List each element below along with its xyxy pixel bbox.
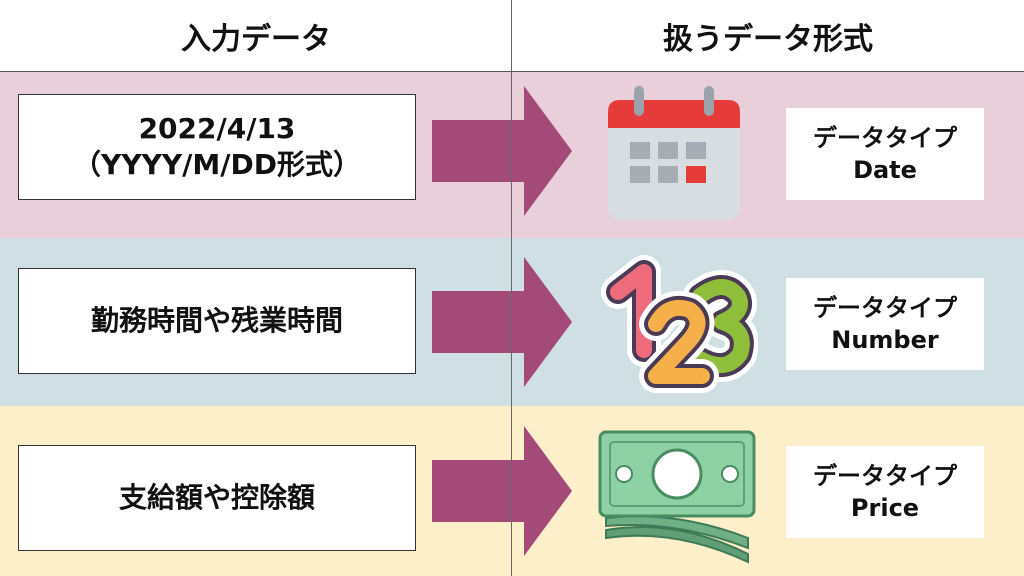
type-label: データタイプ [813, 294, 957, 322]
input-box-price: 支給額や控除額 [18, 445, 416, 551]
type-name: Date [853, 156, 917, 184]
arrow-right-icon [432, 257, 572, 387]
type-name: Price [850, 494, 920, 522]
type-name: Number [831, 326, 939, 354]
row-date: 2022/4/13 （YYYY/M/DD形式） データタイプ Date [0, 72, 1024, 238]
type-label: データタイプ [813, 462, 957, 490]
arrow-right-icon [432, 86, 572, 216]
banknote-icon [598, 430, 756, 564]
input-data-header: 入力データ [181, 22, 331, 57]
input-box-date: 2022/4/13 （YYYY/M/DD形式） [18, 94, 416, 200]
input-box-number: 勤務時間や残業時間 [18, 268, 416, 374]
header-row: 入力データ 扱うデータ形式 [0, 0, 1024, 72]
type-label: データタイプ [813, 124, 957, 152]
calendar-icon [608, 86, 740, 220]
row-number: 勤務時間や残業時間 データタイプ Number [0, 238, 1024, 406]
arrow-right-icon [432, 426, 572, 556]
numbers-123-icon [601, 255, 758, 393]
type-box-price: データタイプ Price [786, 446, 984, 538]
data-format-header: 扱うデータ形式 [663, 22, 873, 57]
column-divider [511, 0, 512, 576]
type-box-number: データタイプ Number [786, 278, 984, 370]
row-price: 支給額や控除額 データタイプ Price [0, 406, 1024, 576]
type-box-date: データタイプ Date [786, 108, 984, 200]
